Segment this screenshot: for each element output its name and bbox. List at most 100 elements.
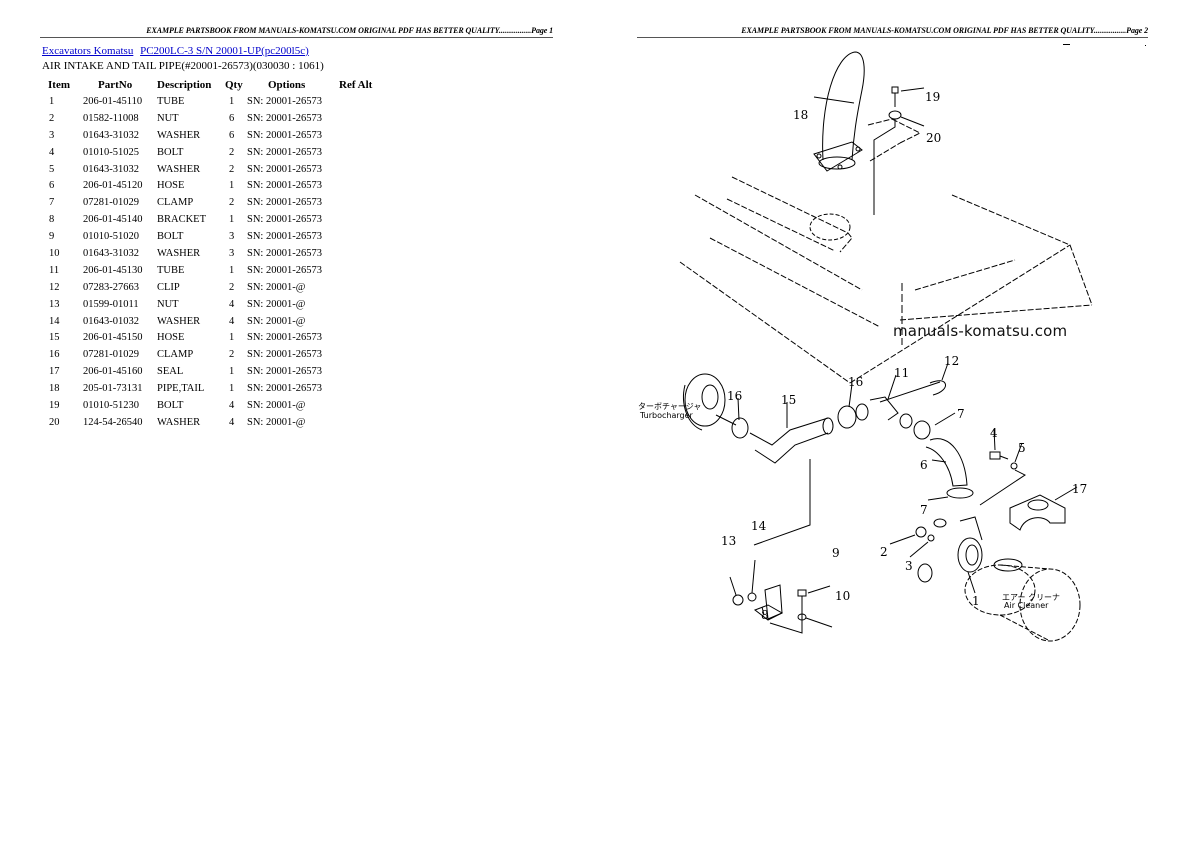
callout-5: 5 — [1018, 441, 1026, 455]
cell-description: NUT — [157, 112, 179, 124]
cell-ref-alt — [339, 177, 389, 194]
callout-13: 13 — [721, 534, 737, 548]
cell-item: 1 — [49, 95, 55, 107]
cell-partno: 01010-51025 — [83, 146, 139, 158]
cell-description: CLAMP — [157, 197, 194, 209]
cell-item: 3 — [49, 129, 55, 141]
air-cleaner — [964, 564, 1081, 642]
cell-options: SN: 20001-26573 — [247, 197, 322, 209]
cell-partno: 01599-01011 — [83, 298, 139, 310]
cell-partno: 206-01-45120 — [83, 180, 143, 192]
callout-11: 11 — [894, 366, 910, 380]
cell-item: 4 — [49, 146, 55, 158]
cell-qty: 2 — [229, 163, 235, 175]
seal-17 — [1009, 494, 1066, 531]
callout-7: 7 — [920, 503, 928, 517]
cell-partno: 206-01-45140 — [83, 214, 143, 226]
cell-description: BOLT — [157, 146, 184, 158]
callout-19: 19 — [925, 90, 941, 104]
cell-ref-alt — [339, 161, 389, 178]
cell-item: 13 — [49, 298, 60, 310]
cell-item: 15 — [49, 332, 60, 344]
turbocharger-jp-label: ターボチャージャ — [638, 402, 702, 411]
cell-partno: 07283-27663 — [83, 281, 139, 293]
cell-options: SN: 20001-@ — [247, 399, 306, 411]
page-1-header: EXAMPLE PARTSBOOK FROM MANUALS-KOMATSU.C… — [40, 25, 553, 38]
cell-options: SN: 20001-26573 — [247, 264, 322, 276]
page-mark — [1063, 44, 1070, 45]
cell-ref-alt — [339, 380, 389, 397]
callout-15: 15 — [781, 393, 797, 407]
cell-partno: 01582-11008 — [83, 112, 139, 124]
cell-item: 9 — [49, 231, 55, 243]
section-title: AIR INTAKE AND TAIL PIPE(#20001-26573)(0… — [42, 60, 324, 72]
bolt-4 — [989, 451, 1009, 460]
column-header-description: Description — [157, 78, 212, 91]
callout-14: 14 — [751, 519, 767, 533]
cell-options: SN: 20001-26573 — [247, 349, 322, 361]
cell-partno: 206-01-45150 — [83, 332, 143, 344]
cell-qty: 4 — [229, 298, 235, 310]
air-cleaner-jp-label: エアー クリーナ — [1002, 593, 1061, 602]
cell-qty: 2 — [229, 146, 235, 158]
cell-qty: 1 — [229, 264, 235, 276]
cell-description: PIPE,TAIL — [157, 383, 205, 395]
cell-partno: 206-01-45160 — [83, 366, 143, 378]
callout-8: 8 — [761, 608, 769, 622]
cell-ref-alt — [339, 262, 389, 279]
callout-3: 3 — [905, 559, 913, 573]
cell-ref-alt — [339, 228, 389, 245]
cell-item: 5 — [49, 163, 55, 175]
cell-description: BRACKET — [157, 214, 207, 226]
turbocharger — [683, 373, 726, 431]
callout-1: 1 — [972, 594, 980, 608]
cell-description: SEAL — [157, 366, 184, 378]
cell-options: SN: 20001-@ — [247, 281, 306, 293]
cell-options: SN: 20001-@ — [247, 315, 306, 327]
cell-options: SN: 20001-26573 — [247, 95, 322, 107]
watermark: manuals-komatsu.com — [893, 322, 1068, 340]
cell-qty: 1 — [229, 383, 235, 395]
callout-7: 7 — [957, 407, 965, 421]
column-header-options: Options — [268, 78, 306, 91]
callout-16: 16 — [727, 389, 743, 403]
cell-description: WASHER — [157, 129, 201, 141]
cell-description: CLIP — [157, 281, 180, 293]
cell-options: SN: 20001-26573 — [247, 214, 322, 226]
cell-ref-alt — [339, 144, 389, 161]
cell-item: 11 — [49, 264, 60, 276]
cell-description: BOLT — [157, 399, 184, 411]
callout-4: 4 — [990, 426, 998, 440]
breadcrumb-link-model[interactable]: PC200LC-3 S/N 20001-UP(pc200l5c) — [140, 45, 309, 57]
callout-12: 12 — [944, 354, 960, 368]
cell-qty: 4 — [229, 416, 235, 428]
cell-description: HOSE — [157, 180, 185, 192]
bracket-8 — [753, 584, 784, 621]
cell-ref-alt — [339, 279, 389, 296]
column-header-item: Item — [48, 78, 70, 91]
cell-item: 7 — [49, 197, 55, 209]
table-header-row: Item PartNo Description Qty Options Ref … — [44, 76, 389, 93]
cell-partno: 01643-01032 — [83, 315, 139, 327]
cell-options: SN: 20001-26573 — [247, 163, 322, 175]
cell-item: 20 — [49, 416, 60, 428]
cell-description: WASHER — [157, 315, 201, 327]
cell-ref-alt — [339, 363, 389, 380]
breadcrumb-link-excavators[interactable]: Excavators Komatsu — [42, 45, 134, 57]
cell-item: 16 — [49, 349, 60, 361]
